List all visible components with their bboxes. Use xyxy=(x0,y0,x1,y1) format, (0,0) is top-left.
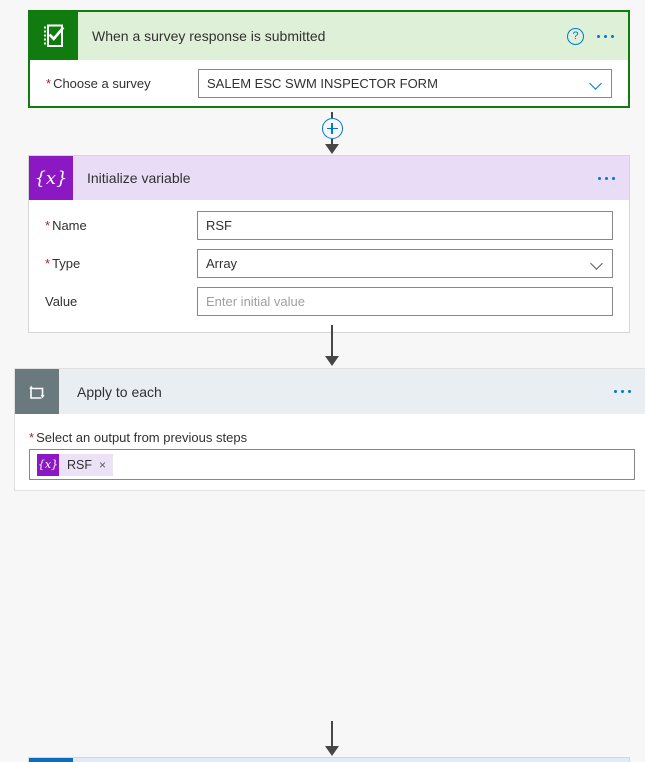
action-card-initialize-variable[interactable]: {x} Initialize variable Name RSF Type Ar… xyxy=(28,155,630,333)
field-row-name: Name RSF xyxy=(29,206,629,244)
token-rsf-remove-icon[interactable]: × xyxy=(99,457,107,472)
variable-braces-icon: {x} xyxy=(29,156,73,200)
trigger-card-body: Choose a survey SALEM ESC SWM INSPECTOR … xyxy=(30,60,628,106)
variable-value-input[interactable]: Enter initial value xyxy=(197,286,613,316)
variable-type-value: Array xyxy=(206,255,238,271)
choose-a-survey-value: SALEM ESC SWM INSPECTOR FORM xyxy=(207,75,438,91)
field-row-type: Type Array xyxy=(29,244,629,282)
forms-clipboard-check-icon xyxy=(30,12,78,60)
initvar-header-actions xyxy=(598,176,629,180)
field-label-choose-a-survey: Choose a survey xyxy=(46,76,198,91)
chevron-down-icon[interactable] xyxy=(591,259,604,267)
chevron-down-icon[interactable] xyxy=(590,79,603,87)
applyeach-output-input[interactable]: {x} RSF × xyxy=(29,449,635,480)
variable-name-input[interactable]: RSF xyxy=(197,210,613,240)
loop-arrow-icon xyxy=(15,369,59,414)
field-row-choose-a-survey: Choose a survey SALEM ESC SWM INSPECTOR … xyxy=(30,60,628,106)
initvar-more-menu-icon[interactable] xyxy=(598,176,615,180)
field-label-value: Value xyxy=(45,293,78,309)
applyeach-card-header[interactable]: Apply to each xyxy=(15,369,645,414)
trigger-more-menu-icon[interactable] xyxy=(597,34,614,38)
token-rsf-label: RSF xyxy=(67,457,92,472)
initvar-icon-glyph: {x} xyxy=(34,167,68,189)
variable-name-value: RSF xyxy=(206,217,232,233)
trigger-title: When a survey response is submitted xyxy=(92,28,326,44)
token-rsf[interactable]: {x} RSF × xyxy=(37,453,114,476)
trigger-card-header[interactable]: When a survey response is submitted ? xyxy=(30,12,628,60)
help-icon[interactable]: ? xyxy=(567,27,584,45)
next-action-card-partial[interactable] xyxy=(28,757,630,762)
field-label-type: Type xyxy=(45,256,197,271)
applyeach-body: Select an output from previous steps {x}… xyxy=(15,414,645,480)
arrow-head-icon xyxy=(325,144,339,154)
variable-type-dropdown[interactable]: Array xyxy=(197,248,613,278)
insert-step-plus-button[interactable] xyxy=(321,118,343,139)
token-rsf-icon-glyph: {x} xyxy=(37,458,59,471)
initvar-card-header[interactable]: {x} Initialize variable xyxy=(29,156,629,200)
variable-braces-icon: {x} xyxy=(37,453,59,476)
applyeach-output-label: Select an output from previous steps xyxy=(29,430,645,445)
arrow-head-icon xyxy=(325,746,339,756)
initvar-card-body: Name RSF Type Array Value Enter initial … xyxy=(29,200,629,332)
applyeach-header-actions xyxy=(614,390,645,393)
connector-applyeach-to-next xyxy=(322,721,342,756)
trigger-header-actions: ? xyxy=(567,27,628,45)
next-action-icon-tile xyxy=(29,758,73,762)
connector-trigger-to-initvar xyxy=(321,112,343,154)
token-rsf-label-wrap: RSF × xyxy=(59,453,114,476)
connector-initvar-to-applyeach xyxy=(322,325,342,366)
field-row-value: Value Enter initial value xyxy=(29,282,629,320)
arrow-head-icon xyxy=(325,356,339,366)
applyeach-more-menu-icon[interactable] xyxy=(614,390,631,393)
trigger-card-survey-submitted[interactable]: When a survey response is submitted ? Ch… xyxy=(28,10,630,108)
initvar-title: Initialize variable xyxy=(87,170,191,186)
choose-a-survey-dropdown[interactable]: SALEM ESC SWM INSPECTOR FORM xyxy=(198,68,612,98)
applyeach-title: Apply to each xyxy=(77,383,162,400)
field-label-name: Name xyxy=(45,218,197,233)
action-card-apply-to-each[interactable]: Apply to each Select an output from prev… xyxy=(14,368,645,491)
variable-value-placeholder: Enter initial value xyxy=(206,293,305,309)
